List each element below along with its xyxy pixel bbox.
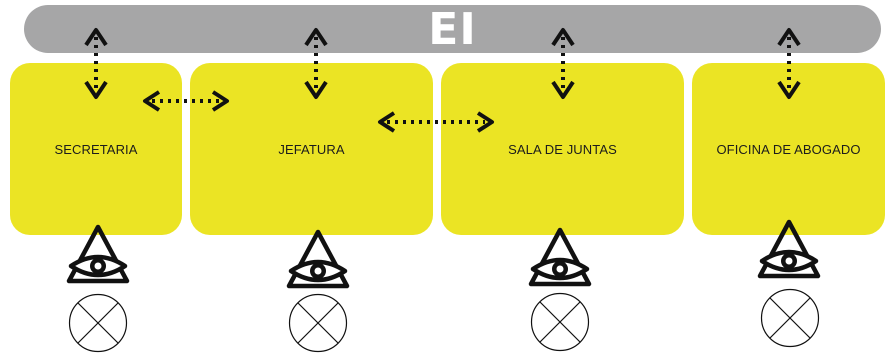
vertical-arrow-secretaria — [84, 28, 108, 99]
eye-icon — [531, 230, 589, 284]
room-sala-de-juntas: SALA DE JUNTAS — [441, 63, 684, 235]
vertical-arrow-jefatura — [304, 28, 328, 99]
vertical-arrow-oficina-de-abogado — [777, 28, 801, 99]
circled-x-icon — [530, 292, 590, 352]
circled-x-icon — [760, 288, 820, 348]
vertical-arrow-sala-de-juntas — [551, 28, 575, 99]
room-label-oficina-de-abogado: OFICINA DE ABOGADO — [716, 141, 861, 157]
circled-x-icon — [68, 293, 128, 353]
horizontal-arrow-secretaria-jefatura — [143, 90, 229, 112]
horizontal-arrow-jefatura-sala — [378, 111, 494, 133]
circled-x-icon — [288, 293, 348, 353]
room-label-sala-de-juntas: SALA DE JUNTAS — [508, 141, 617, 157]
room-oficina-de-abogado: OFICINA DE ABOGADO — [692, 63, 885, 235]
room-secretaria: SECRETARIA — [10, 63, 182, 235]
eye-icon — [289, 232, 347, 286]
corridor-label: EI — [428, 4, 477, 55]
eye-icon — [69, 227, 127, 281]
eye-icon — [760, 222, 818, 276]
room-label-secretaria: SECRETARIA — [54, 141, 138, 157]
room-label-jefatura: JEFATURA — [278, 141, 345, 157]
corridor-bar — [24, 5, 881, 53]
